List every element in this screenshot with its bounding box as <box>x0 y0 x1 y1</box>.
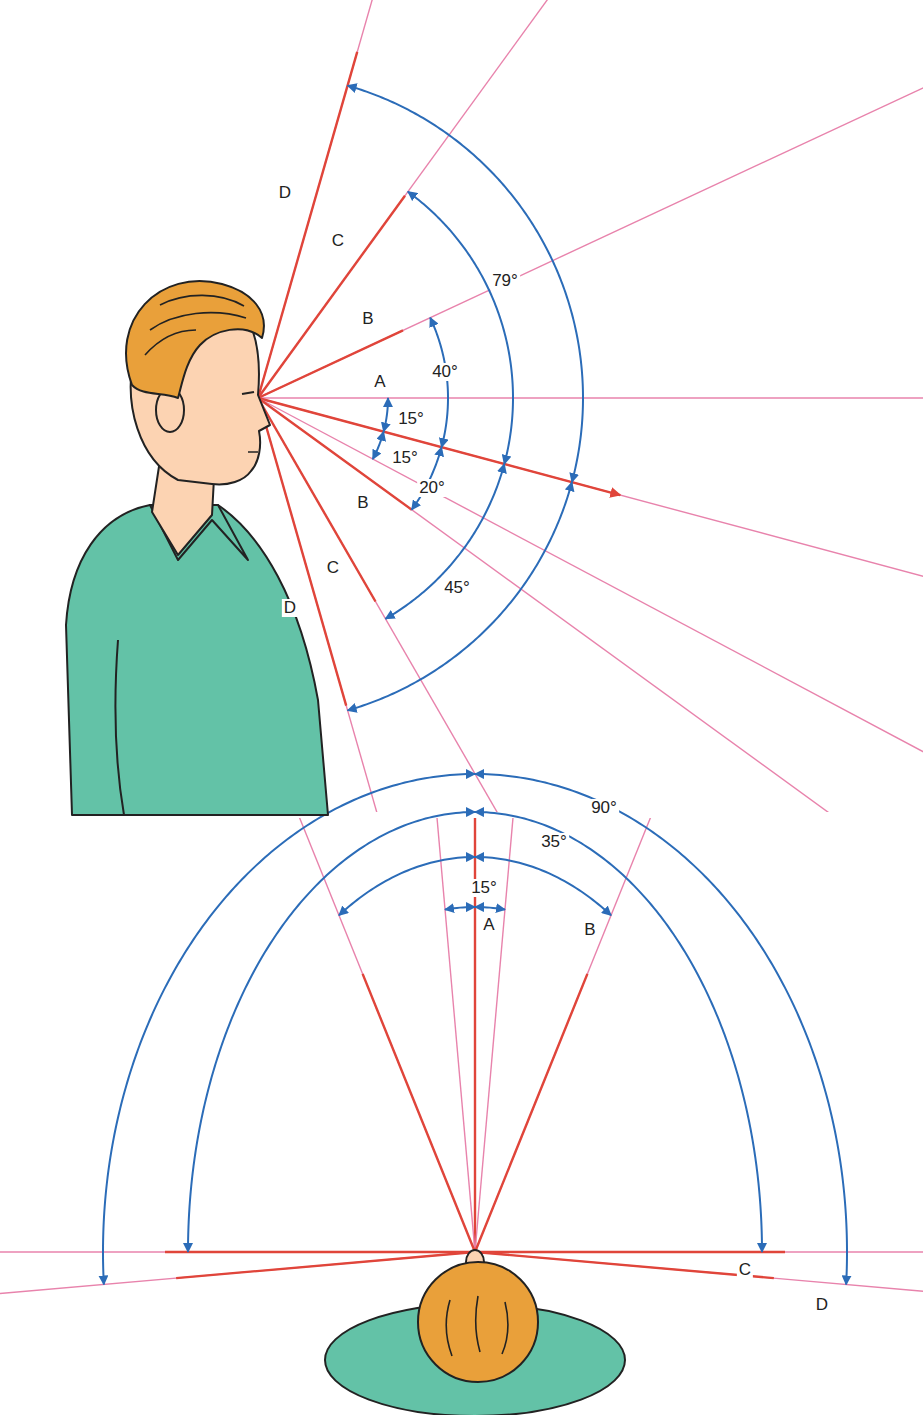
side-sight-lines <box>258 0 923 812</box>
angle-arc <box>475 812 762 1252</box>
zone-letter: B <box>360 310 375 328</box>
top-view-person <box>325 1250 625 1415</box>
angle-arc <box>430 318 448 447</box>
sight-line <box>475 1251 923 1252</box>
angle-arc <box>445 907 475 909</box>
zone-letter: C <box>325 559 341 577</box>
arm-line <box>116 640 124 815</box>
zone-letter: B <box>355 494 370 512</box>
top-sight-lines <box>0 818 923 1409</box>
angle-value: 79° <box>490 272 520 290</box>
hair <box>126 281 264 398</box>
angle-arc <box>373 432 384 459</box>
head-top <box>418 1262 538 1382</box>
zone-boundary-line <box>258 398 412 510</box>
torso <box>66 505 328 815</box>
zone-boundary-line <box>165 1251 475 1253</box>
angle-arc <box>188 812 475 1252</box>
sight-line <box>258 0 923 398</box>
zone-boundary-line <box>475 974 587 1252</box>
zone-letter: D <box>814 1296 830 1314</box>
angle-value: 35° <box>539 833 569 851</box>
angle-value: 40° <box>430 363 460 381</box>
zone-letter: B <box>582 921 597 939</box>
sight-line <box>258 398 923 812</box>
eye <box>242 392 254 394</box>
zone-boundary-line <box>258 196 405 398</box>
angle-value: 45° <box>442 579 472 597</box>
hair-strands <box>145 295 246 355</box>
angle-arc <box>386 464 505 619</box>
zone-boundary-line <box>475 1251 785 1253</box>
zone-boundary-line <box>176 1252 475 1278</box>
zone-letter: A <box>372 373 387 391</box>
zone-letter: D <box>282 599 298 617</box>
zone-boundary-line <box>258 330 403 398</box>
zone-boundary-line <box>363 974 475 1252</box>
sight-line <box>258 398 923 812</box>
sight-line <box>258 398 923 812</box>
zone-letter: D <box>277 184 293 202</box>
angle-arc <box>103 774 475 1284</box>
sight-line <box>0 1251 475 1252</box>
zone-letter: C <box>737 1261 753 1279</box>
sight-line <box>475 818 923 1252</box>
mouth <box>248 451 258 453</box>
angle-value: 15° <box>390 449 420 467</box>
sight-line <box>258 397 923 398</box>
angle-arc <box>348 86 583 483</box>
zone-letter: A <box>481 916 496 934</box>
side-view-person <box>66 281 328 815</box>
angle-arc <box>348 482 572 710</box>
angle-value: 15° <box>396 410 426 428</box>
angle-value: 15° <box>469 879 499 897</box>
angle-arc <box>339 857 475 915</box>
angle-value: 20° <box>417 479 447 497</box>
zone-boundary-line <box>475 1252 774 1278</box>
angle-arc <box>475 774 847 1284</box>
angle-value: 90° <box>589 799 619 817</box>
sight-line <box>258 0 923 398</box>
hair-strands <box>446 1296 507 1356</box>
sight-line <box>318 818 475 1252</box>
zone-letter: C <box>330 232 346 250</box>
angle-arc <box>384 398 388 432</box>
sight-line <box>258 398 923 812</box>
zone-boundary-line <box>258 52 357 398</box>
angle-arc <box>475 907 505 909</box>
